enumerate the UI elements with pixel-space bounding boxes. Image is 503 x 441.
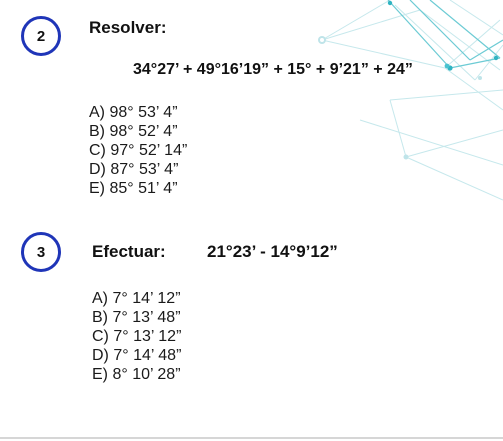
answer-options: A) 7° 14’ 12” B) 7° 13’ 48” C) 7° 13’ 12… — [92, 289, 181, 384]
question-instruction: Resolver: — [89, 18, 167, 37]
question-number-badge: 3 — [21, 232, 61, 272]
answer-option-c[interactable]: C) 7° 13’ 12” — [92, 328, 182, 345]
question-number: 2 — [36, 27, 46, 45]
answer-option-d[interactable]: D) 7° 14’ 48” — [92, 347, 182, 364]
answer-option-b[interactable]: B) 7° 13’ 48” — [92, 309, 181, 326]
network-decoration — [318, 0, 503, 201]
question-number-badge: 2 — [21, 16, 61, 56]
answer-option-c[interactable]: C) 97° 52’ 14” — [89, 142, 188, 159]
answer-options: A) 98° 53’ 4” B) 98° 52’ 4” C) 97° 52’ 1… — [89, 103, 187, 198]
question-expression: 21°23’ - 14°9’12” — [207, 242, 338, 261]
bottom-divider — [0, 437, 503, 439]
question-instruction: Efectuar: — [92, 242, 166, 261]
answer-option-a[interactable]: A) 98° 53’ 4” — [89, 104, 178, 121]
answer-option-e[interactable]: E) 8° 10’ 28” — [92, 366, 181, 383]
answer-option-d[interactable]: D) 87° 53’ 4” — [89, 161, 179, 178]
answer-option-b[interactable]: B) 98° 52’ 4” — [89, 123, 178, 140]
answer-option-a[interactable]: A) 7° 14’ 12” — [92, 290, 181, 307]
answer-option-e[interactable]: E) 85° 51’ 4” — [89, 180, 178, 197]
question-number: 3 — [36, 243, 46, 261]
question-expression: 34°27’ + 49°16’19” + 15° + 9’21” + 24” — [133, 61, 413, 78]
